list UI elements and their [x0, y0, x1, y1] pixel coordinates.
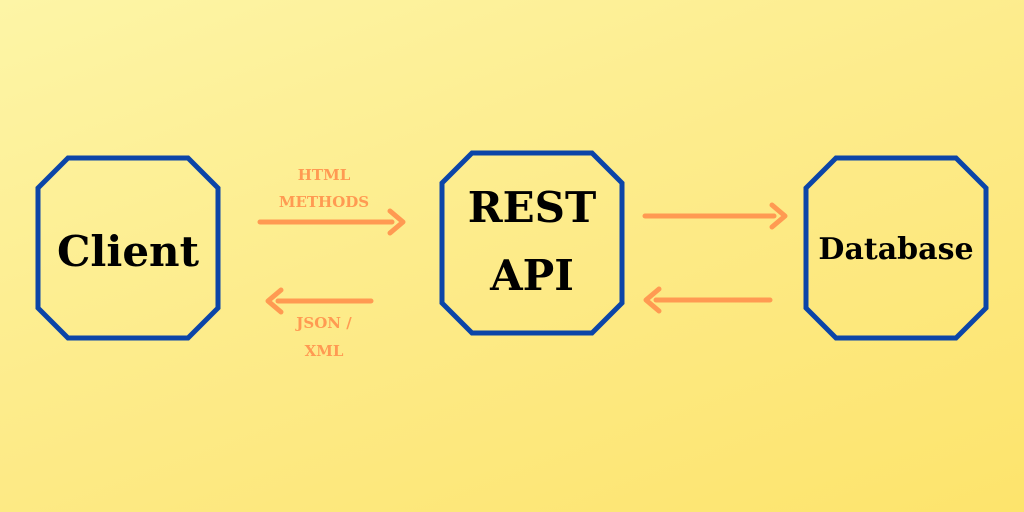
client-node: Client: [35, 155, 221, 341]
database-to-api-arrowhead: [643, 286, 662, 314]
api-to-database-edge: [642, 202, 788, 230]
api-to-client-edge: JSON / XML: [265, 287, 374, 360]
database-node-border: [803, 155, 989, 341]
database-node: Database: [803, 155, 989, 341]
rest-api-node-border: [439, 150, 625, 336]
client-to-api-label-line2: METHODS: [279, 193, 369, 211]
api-to-database-arrowhead: [769, 202, 788, 230]
api-to-client-arrowhead: [265, 287, 284, 315]
client-node-border: [35, 155, 221, 341]
database-to-api-edge: [643, 286, 773, 314]
api-to-client-label-line2: XML: [305, 342, 344, 360]
client-to-api-arrowhead: [387, 208, 406, 236]
client-node-label: Client: [57, 227, 200, 276]
client-to-api-edge: HTML METHODS: [257, 166, 406, 236]
rest-api-node-label-line2: API: [489, 251, 574, 300]
database-node-label: Database: [818, 232, 973, 267]
api-to-client-label-line1: JSON /: [294, 314, 352, 332]
rest-api-node: REST API: [439, 150, 625, 336]
client-to-api-label-line1: HTML: [298, 166, 351, 184]
rest-api-node-label-line1: REST: [468, 183, 597, 232]
